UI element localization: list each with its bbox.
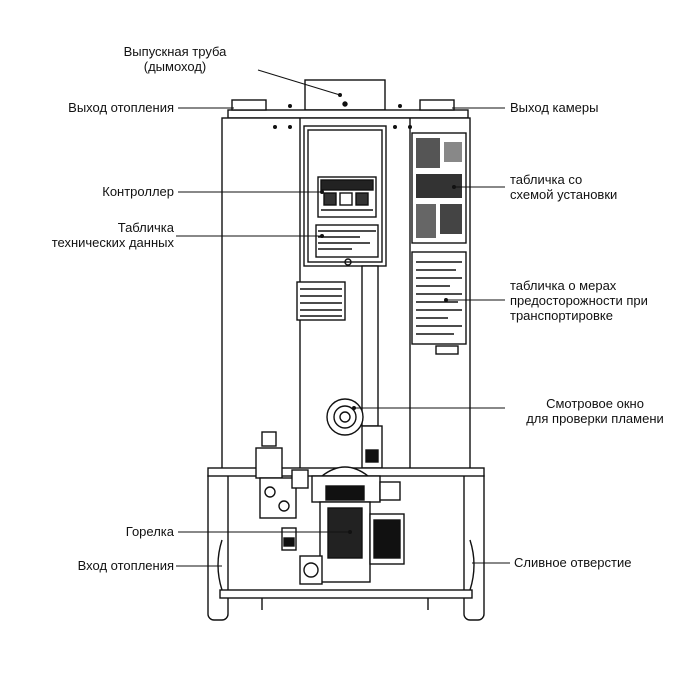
install-plate-label-line1: табличка со (510, 172, 583, 187)
install-plate-label: табличка со схемой установки (510, 172, 617, 202)
sight-window-label: Смотровое окно для проверки пламени (505, 396, 685, 426)
chamber-outlet-stub (419, 99, 455, 111)
tech-data-plate (315, 224, 379, 258)
install-plate-label-line2: схемой установки (510, 187, 618, 202)
exhaust-leader-dot (338, 93, 342, 97)
exhaust-pipe-label-line2: (дымоход) (143, 59, 207, 74)
transport-plate-label: табличка о мерах предосторожности при тр… (510, 278, 648, 323)
drain-stub (469, 539, 475, 591)
tech-plate-label-line2: технических данных (51, 235, 174, 250)
exhaust-pipe-label-line1: Выпускная труба (123, 44, 227, 59)
burner (281, 466, 405, 585)
drain-label: Сливное отверстие (514, 555, 632, 570)
heating-inlet-label: Вход отопления (77, 558, 174, 573)
gas-valve (255, 431, 309, 519)
burner-label: Горелка (125, 524, 174, 539)
transport-plate (411, 251, 467, 345)
tech-plate-label-line1: Табличка (117, 220, 174, 235)
heating-outlet-stub (231, 99, 267, 111)
tech-plate-leader-dot (320, 234, 324, 238)
transport-plate-label-line2: предосторожности при (510, 293, 648, 308)
sight-window-label-line1: Смотровое окно (546, 396, 644, 411)
install-plate-leader-dot (452, 185, 456, 189)
transport-plate-leader-dot (444, 298, 448, 302)
tech-plate-label: Табличка технических данных (18, 220, 174, 250)
chamber-outlet-label: Выход камеры (510, 100, 599, 115)
controller-label: Контроллер (102, 184, 174, 199)
controller-leader-dot (320, 190, 324, 194)
installation-plate (411, 132, 467, 244)
burner-leader-dot (348, 530, 352, 534)
controller (317, 176, 377, 218)
sight-window-label-line2: для проверки пламени (526, 411, 664, 426)
transport-plate-label-line3: транспортировке (510, 308, 613, 323)
vent-grille (296, 281, 346, 321)
exhaust-pipe (304, 79, 386, 111)
sight-window-leader-dot (352, 406, 356, 410)
heating-inlet-stub (217, 539, 223, 591)
transport-plate-label-line1: табличка о мерах (510, 278, 617, 293)
exhaust-leader (257, 69, 341, 96)
exhaust-pipe-label: Выпускная труба (дымоход) (90, 44, 260, 74)
heating-outlet-label: Выход отопления (68, 100, 174, 115)
